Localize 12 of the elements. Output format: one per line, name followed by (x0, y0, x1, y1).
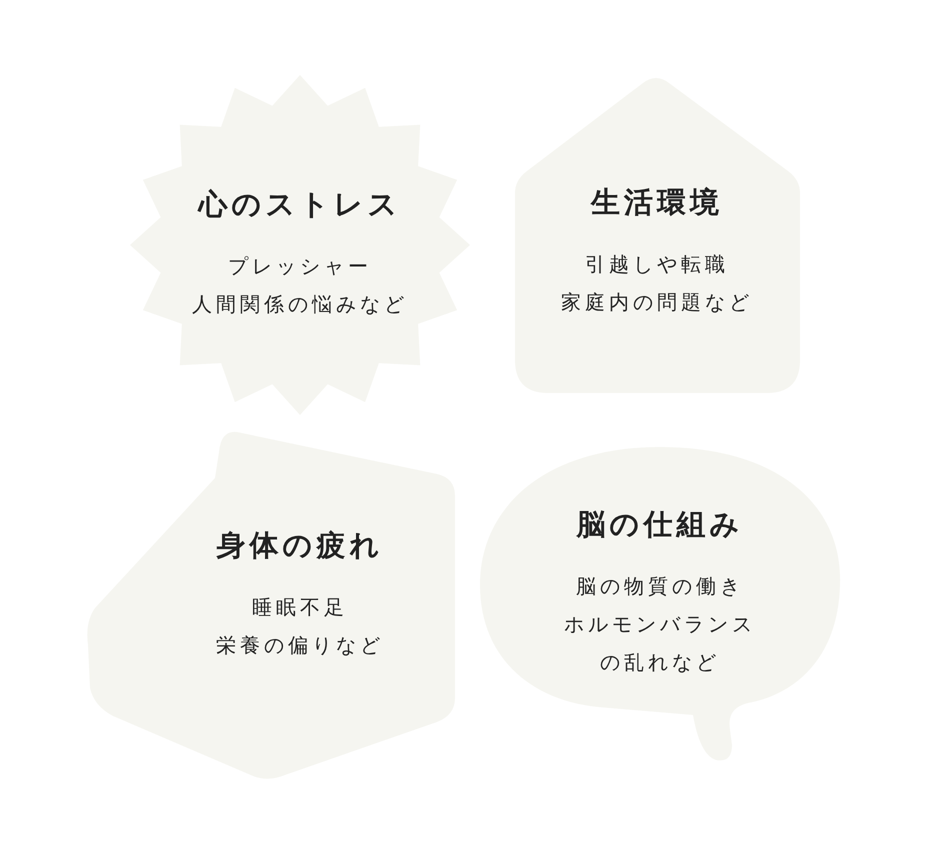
shape-text: 脳の物質の働き (576, 573, 744, 600)
shape-heading: 生活環境 (591, 184, 723, 221)
shape-text: プレッシャー (228, 253, 372, 280)
shape-heading: 身体の疲れ (216, 527, 384, 564)
shape-text: ホルモンバランスの乱れなど (563, 611, 757, 676)
shape-text: 睡眠不足 (252, 594, 348, 621)
shape-heading: 心のストレス (198, 186, 402, 223)
shape-text: 人間関係の悩みなど (192, 291, 408, 318)
shape-text: 引越しや転職 (585, 251, 729, 278)
shape-heading: 脳の仕組み (576, 506, 744, 543)
shape-text: 栄養の偏りなど (216, 632, 384, 659)
shape-text: 家庭内の問題など (561, 289, 753, 316)
